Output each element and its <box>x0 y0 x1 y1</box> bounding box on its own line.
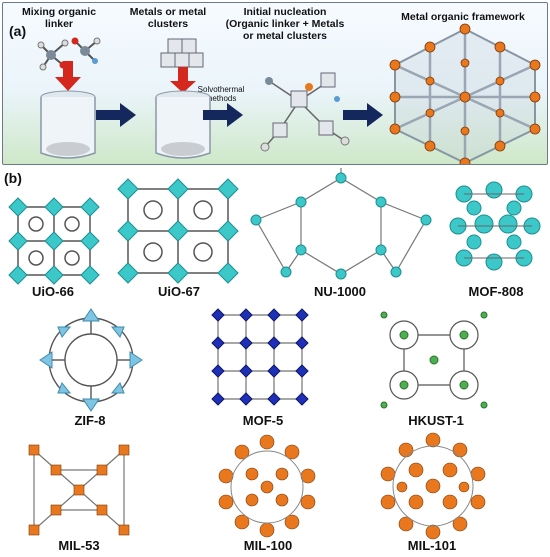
step-metals-label: Metals or metal clusters <box>129 6 207 30</box>
mil-53-structure <box>28 444 130 536</box>
step-nucleation-label: Initial nucleation (Organic linker + Met… <box>225 6 345 42</box>
uio-66-structure <box>8 197 100 285</box>
panel-a-label: (a) <box>9 23 27 39</box>
zif-8-structure <box>39 308 143 412</box>
zif-8-label: ZIF-8 <box>74 413 106 428</box>
mil-100-label: MIL-100 <box>243 538 293 553</box>
nu-1000-structure <box>250 168 432 280</box>
linker-vial-illustration <box>37 37 101 159</box>
hkust-1-structure <box>380 311 488 409</box>
mil-101-label: MIL-101 <box>407 538 457 553</box>
nu-1000-label: NU-1000 <box>313 284 367 299</box>
synthesis-panel: (a) Mixing organic linker Metals or meta… <box>2 2 548 165</box>
step-mof-label: Metal organic framework <box>401 11 525 23</box>
nucleation-illustration <box>260 72 350 152</box>
panel-b-label: (b) <box>4 170 22 186</box>
mof-808-label: MOF-808 <box>468 284 524 299</box>
hkust-1-label: HKUST-1 <box>408 413 464 428</box>
mof-808-structure <box>449 181 541 271</box>
mof-5-label: MOF-5 <box>242 413 284 428</box>
arrow-2 <box>203 103 243 127</box>
arrow-3 <box>343 103 383 127</box>
mil-100-structure <box>218 434 316 538</box>
mof-5-structure <box>211 308 309 406</box>
uio-67-structure <box>117 178 239 284</box>
uio-66-label: UiO-66 <box>32 284 74 299</box>
metals-vial-illustration <box>155 38 211 159</box>
mof-framework-illustration <box>389 23 541 164</box>
uio-67-label: UiO-67 <box>158 284 200 299</box>
mil-101-structure <box>380 432 486 540</box>
solvothermal-note: Solvothermal methods <box>197 85 245 103</box>
step-mixing-label: Mixing organic linker <box>21 6 97 30</box>
arrow-1 <box>96 103 136 127</box>
mil-53-label: MIL-53 <box>58 538 100 553</box>
